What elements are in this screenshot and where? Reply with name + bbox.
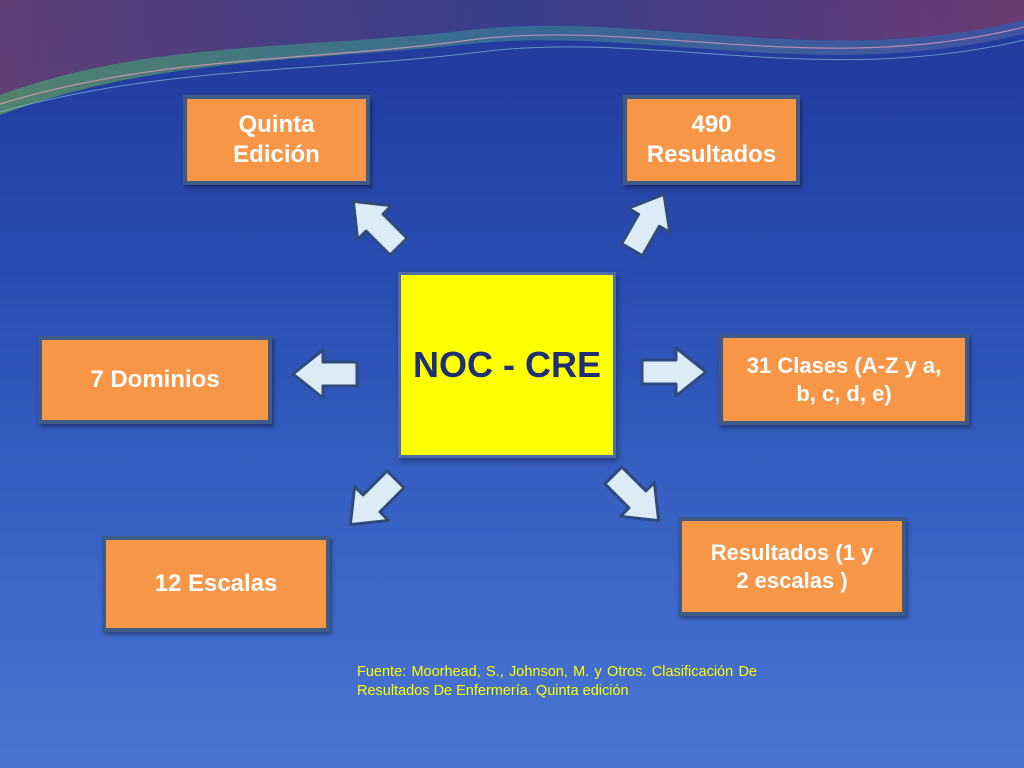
node-label: 7 Dominios: [90, 366, 220, 393]
arrow-to-bottom-right: [594, 456, 678, 540]
node-label: 490 Resultados: [646, 111, 777, 168]
arrow-to-top-right: [609, 180, 687, 264]
node-resultados-escalas: Resultados (1 y 2 escalas ): [678, 517, 906, 616]
header-swoosh-decoration: [0, 0, 1024, 115]
node-12-escalas: 12 Escalas: [102, 536, 330, 632]
node-quinta-edicion: Quinta Edición: [183, 95, 370, 185]
arrow-to-bottom-left: [331, 460, 415, 544]
source-citation: Fuente: Moorhead, S., Johnson, M. y Otro…: [357, 664, 757, 699]
node-label: 31 Clases (A-Z y a, b, c, d, e): [746, 353, 942, 406]
node-label: Resultados (1 y 2 escalas ): [710, 540, 874, 593]
arrow-to-top-left: [334, 182, 418, 266]
node-31-clases: 31 Clases (A-Z y a, b, c, d, e): [719, 334, 969, 425]
arrow-to-mid-right: [640, 346, 708, 398]
center-node: NOC - CRE: [398, 272, 616, 458]
node-label: 12 Escalas: [154, 570, 278, 597]
node-490-resultados: 490 Resultados: [623, 95, 800, 185]
arrow-to-mid-left: [291, 348, 359, 400]
node-label: Quinta Edición: [233, 111, 320, 168]
node-7-dominios: 7 Dominios: [38, 336, 272, 424]
center-node-label: NOC - CRE: [413, 344, 601, 385]
